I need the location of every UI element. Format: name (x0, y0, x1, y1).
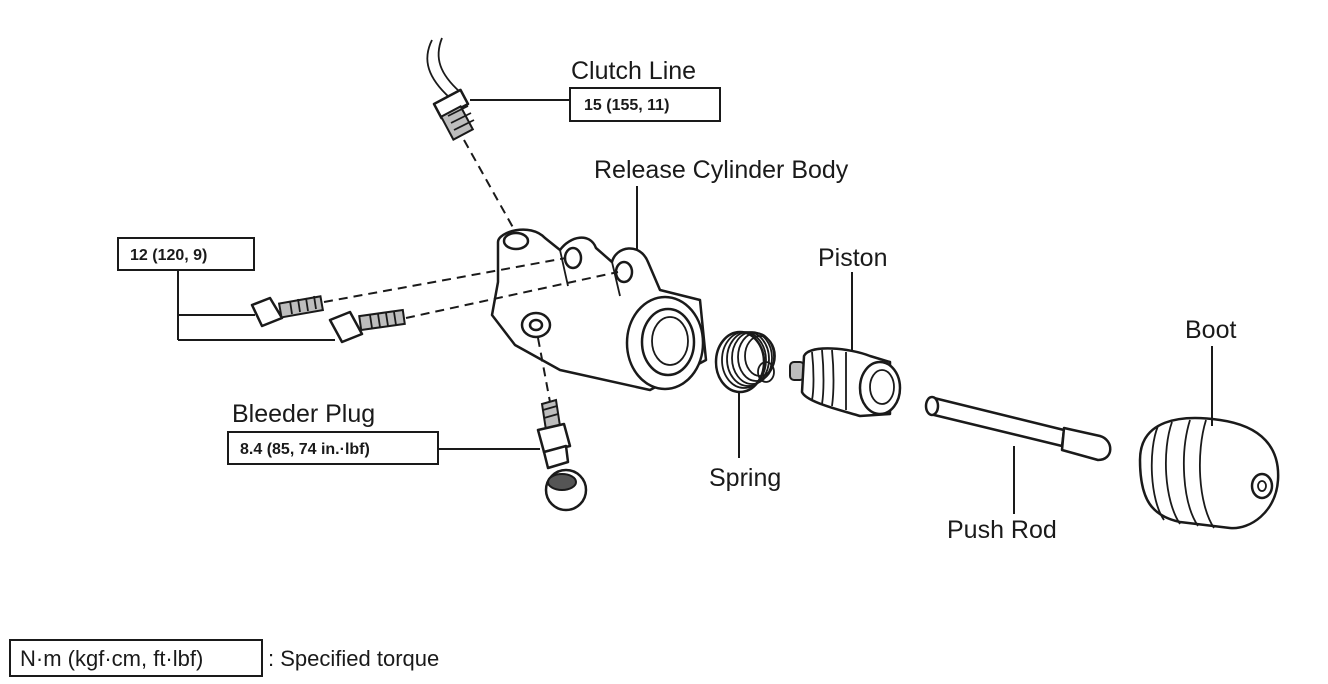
boot-part (1138, 416, 1280, 530)
bolt-lower (328, 308, 406, 344)
label-release-cylinder-body: Release Cylinder Body (594, 156, 849, 184)
torque-bolts: 12 (120, 9) (130, 247, 207, 264)
piston-part (789, 347, 902, 418)
bolt-upper (250, 295, 325, 328)
legend-description: : Specified torque (268, 646, 439, 671)
bleeder-cap-part (544, 468, 588, 512)
bleeder-dash (537, 337, 551, 403)
label-clutch-line: Clutch Line (571, 57, 696, 85)
label-piston: Piston (818, 244, 887, 272)
legend: N·m (kgf·cm, ft·lbf) : Specified torque (9, 639, 439, 677)
torque-box-clutch-line: 15 (155, 11) (569, 87, 721, 122)
torque-box-bleeder-plug: 8.4 (85, 74 in.·lbf) (227, 431, 439, 465)
label-boot: Boot (1185, 316, 1236, 344)
leader-lines (177, 99, 1213, 514)
torque-box-bolts: 12 (120, 9) (117, 237, 255, 271)
label-bleeder-plug: Bleeder Plug (232, 400, 375, 428)
bolt-lower-dash (405, 271, 619, 319)
legend-unit-box (9, 639, 263, 677)
push-rod-part (924, 395, 1112, 462)
spring-part (714, 330, 776, 394)
legend-unit-text: N·m (kgf·cm, ft·lbf) (20, 646, 203, 671)
clutch-line-part (426, 37, 475, 141)
clutch-line-dash (463, 139, 521, 241)
torque-clutch-line: 15 (155, 11) (584, 97, 669, 114)
bolt-upper-dash (323, 257, 567, 303)
label-push-rod: Push Rod (947, 516, 1057, 544)
bleeder-plug-part (536, 398, 572, 470)
label-spring: Spring (709, 464, 781, 492)
torque-bleeder-plug: 8.4 (85, 74 in.·lbf) (240, 441, 370, 458)
release-cylinder-body-part (490, 228, 708, 392)
